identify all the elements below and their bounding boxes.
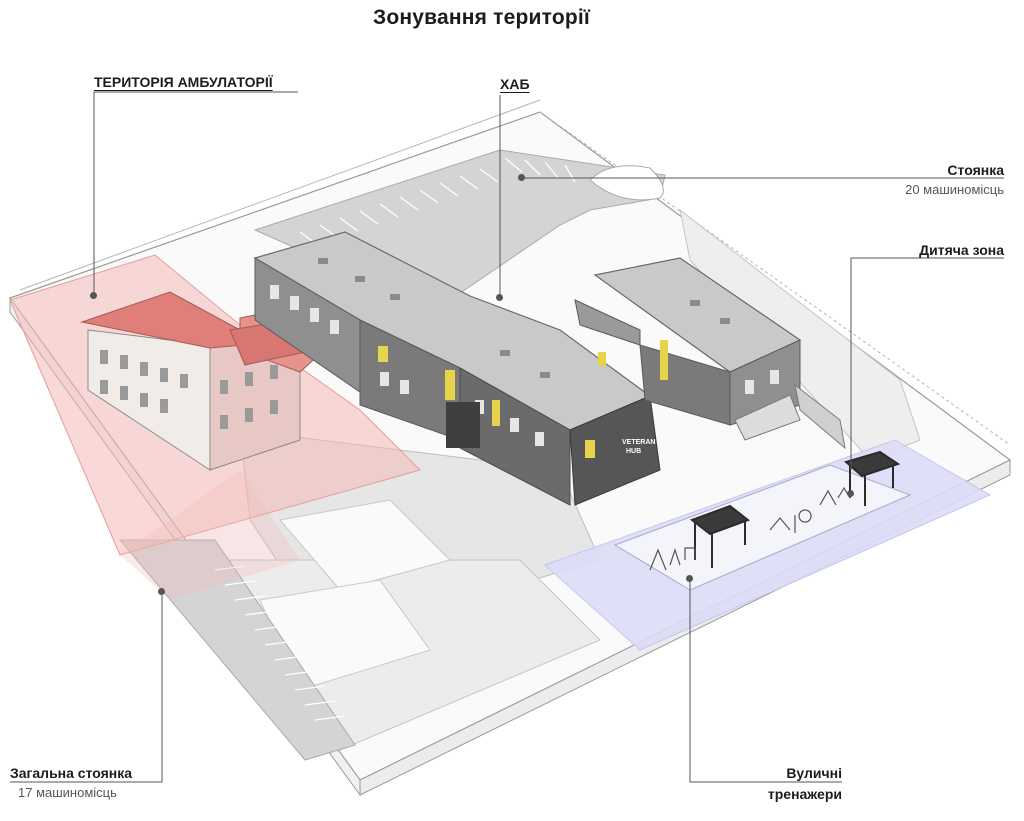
lawn-block [279,499,451,591]
fence [19,99,541,291]
parking-general [118,539,356,761]
ramp [794,383,846,450]
leader-dot-hub [496,294,503,301]
leader-dot-general-parking [158,588,165,595]
playground-pad [613,464,912,591]
zone-ambulatory-ext [120,470,300,600]
leader-dot-parking [518,174,525,181]
ramp [734,394,801,441]
label-street-fitness-line2: тренажери [767,786,842,802]
entrance-canopy [446,402,480,448]
label-general-parking-capacity: 17 машиномісць [18,785,117,800]
leader-dot-kids [847,490,854,497]
parking-general-stalls [214,565,346,721]
hub-building [253,231,846,506]
leader-dot-ambulatory [90,292,97,299]
label-street-fitness-line1: Вуличні [786,765,842,781]
parking-top-turnaround [589,165,664,201]
building-sign-line2: HUB [626,448,641,455]
building-sign-line1: VETERAN [622,439,655,446]
label-parking: Стоянка [947,162,1004,178]
label-parking-capacity: 20 машиномісць [905,182,1004,197]
parking-top-stalls [299,157,576,246]
label-kids-zone: Дитяча зона [919,242,1004,258]
leader-lines [10,91,1004,783]
page-title: Зонування території [373,6,591,29]
label-hub: ХАБ [500,76,530,92]
label-ambulatory-zone: ТЕРИТОРІЯ АМБУЛАТОРІЇ [94,74,273,90]
leader-dot-fitness [686,575,693,582]
label-general-parking: Загальна стоянка [10,765,133,781]
